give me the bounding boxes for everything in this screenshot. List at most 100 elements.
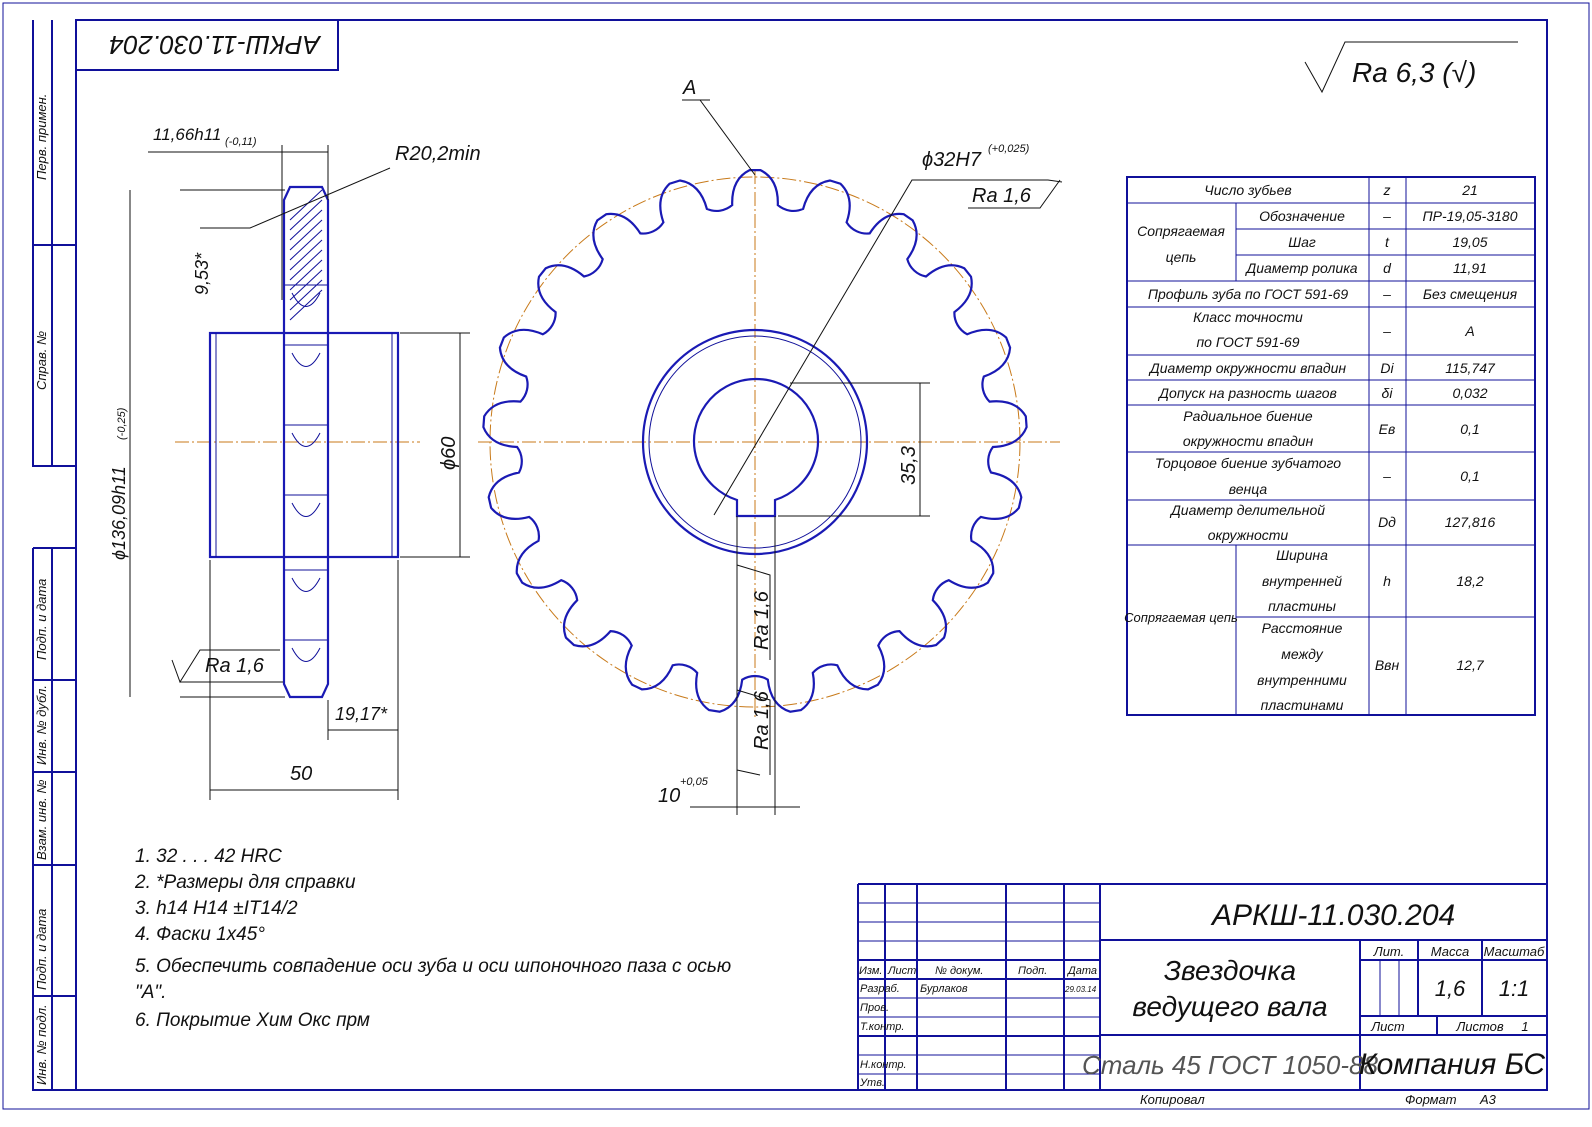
hatch-line	[289, 199, 323, 231]
dim-50: 50	[290, 763, 312, 785]
table-cell: 19,05	[1452, 234, 1487, 250]
table-cell: Dд	[1378, 514, 1396, 530]
designation-box-rotated: АРКШ-11.030.204	[76, 20, 339, 71]
dim-1917: 19,17*	[335, 704, 388, 724]
dim-bore-tol: (+0,025)	[988, 143, 1030, 155]
strip-label: Инв. № дубл.	[34, 685, 49, 765]
strip-label: Справ. №	[34, 331, 49, 390]
section-hatch	[289, 189, 323, 321]
table-cell: –	[1382, 323, 1391, 339]
table-cell: окружности впадин	[1183, 433, 1314, 449]
table-cell: Без смещения	[1423, 286, 1518, 302]
tb-label: № докум.	[935, 965, 983, 977]
table-cell: Ввн	[1375, 657, 1400, 673]
table-cell: Расстояние	[1262, 620, 1343, 636]
table-cell: Di	[1380, 360, 1394, 376]
roughness-side: Ra 1,6	[205, 655, 265, 677]
table-cell: внутренними	[1257, 672, 1347, 688]
tb-value: А3	[1479, 1092, 1497, 1107]
note: 1. 32 . . . 42 HRC	[135, 846, 282, 867]
section-label: A	[682, 77, 696, 99]
table-cell: Диаметр делительной	[1169, 502, 1325, 518]
tb-label: Листов	[1455, 1019, 1504, 1034]
dim-outer-tol: (-0,25)	[116, 407, 128, 440]
table-cell: Ев	[1379, 421, 1396, 437]
table-cell: внутренней	[1262, 573, 1342, 589]
table-cell: Число зубьев	[1204, 182, 1291, 198]
dim-outer-dia: ϕ136,09h11	[109, 466, 129, 560]
dim-953: 9,53*	[192, 252, 212, 295]
table-cell: цепь	[1166, 249, 1197, 265]
table-cell: 115,747	[1445, 360, 1496, 376]
bore-keyway	[692, 377, 820, 518]
dim-bore: ϕ32H7	[922, 149, 982, 171]
tb-label: Масштаб	[1484, 944, 1545, 959]
table-cell: Диаметр ролика	[1244, 260, 1357, 276]
table-cell: венца	[1229, 481, 1268, 497]
title-block: Изм. АРКШ-11.030.204 Изм. Лист № докум. …	[857, 883, 1547, 1107]
table-cell: 0,032	[1452, 385, 1487, 401]
company: Компания БС	[1359, 1048, 1546, 1081]
note: 3. h14 H14 ±IT14/2	[135, 898, 298, 919]
side-view: 11,66h11 (-0,11) R20,2min 9,53* ϕ136,09h…	[109, 125, 481, 800]
hatch-line	[289, 239, 323, 271]
tb-label: Копировал	[1140, 1092, 1205, 1107]
general-roughness: Ra 6,3 (√)	[1304, 41, 1518, 94]
table-cell: –	[1382, 468, 1391, 484]
table-cell: 21	[1461, 182, 1478, 198]
hatch-line	[289, 229, 323, 261]
pitch-circle	[489, 176, 1021, 708]
roughness-label: Ra 6,3 (√)	[1352, 57, 1476, 88]
strip-label: Перв. примен.	[34, 94, 49, 180]
hub-circle	[641, 328, 869, 556]
material: Сталь 45 ГОСТ 1050-88	[1082, 1050, 1378, 1080]
tb-label: Подп.	[1018, 965, 1047, 977]
designation-rotated: АРКШ-11.030.204	[109, 30, 322, 60]
table-cell: 0,1	[1460, 421, 1479, 437]
tb-label: Разраб.	[860, 983, 900, 995]
table-cell: между	[1281, 646, 1323, 662]
table-cell: Сопрягаемая цепь	[1124, 610, 1238, 625]
tb-label: Формат	[1405, 1092, 1457, 1107]
drawing-frame	[75, 19, 1548, 1091]
tb-label: Масса	[1431, 944, 1469, 959]
table-cell: Радиальное биение	[1183, 408, 1313, 424]
dim-key-tol: +0,05	[680, 776, 709, 788]
mass-value: 1,6	[1435, 976, 1466, 1001]
dim-key-width: 10	[658, 785, 680, 807]
dim-tooth-width: 11,66h11	[153, 125, 221, 144]
table-cell: A	[1464, 323, 1474, 339]
part-name: Звездочка	[1164, 955, 1296, 986]
scale-value: 1:1	[1499, 976, 1530, 1001]
table-cell: t	[1385, 234, 1390, 250]
tb-value: 29.03.14	[1064, 985, 1097, 994]
table-cell: –	[1382, 208, 1391, 224]
table-cell: Класс точности	[1193, 309, 1303, 325]
strip-label: Подп. и дата	[34, 579, 49, 660]
tb-label: Утв.	[859, 1077, 885, 1089]
table-cell: Торцовое биение зубчатого	[1155, 455, 1341, 471]
tb-label: Пров.	[860, 1002, 889, 1014]
hatch-line	[289, 189, 323, 221]
table-cell: 127,816	[1445, 514, 1496, 530]
front-view: A ϕ32H7 (+0,025) Ra 1,6 35,3 Ra 1,6 Ra 1…	[478, 77, 1063, 815]
tb-label: Лист	[887, 965, 916, 977]
roughness-key1: Ra 1,6	[751, 590, 773, 650]
note: 4. Фаски 1x45°	[135, 924, 265, 945]
table-cell: пластинами	[1261, 697, 1344, 713]
table-cell: ПР-19,05-3180	[1423, 208, 1518, 224]
sprocket-teeth	[482, 169, 1028, 713]
tb-label: Лист	[1370, 1019, 1405, 1034]
hatch-line	[289, 289, 323, 321]
dim-353: 35,3	[898, 446, 920, 485]
left-side-strip: Перв. примен. Справ. № Подп. и дата Инв.…	[32, 20, 76, 1091]
note: 6. Покрытие Хим Окс прм	[135, 1010, 370, 1031]
tb-label: Н.контр.	[860, 1059, 907, 1071]
part-name: ведущего вала	[1132, 991, 1327, 1022]
note: 5. Обеспечить совпадение оси зуба и оси …	[135, 956, 731, 977]
tb-label: Т.контр.	[860, 1021, 904, 1033]
hatch-line	[289, 209, 323, 241]
dim-hub-dia: ϕ60	[438, 437, 460, 470]
